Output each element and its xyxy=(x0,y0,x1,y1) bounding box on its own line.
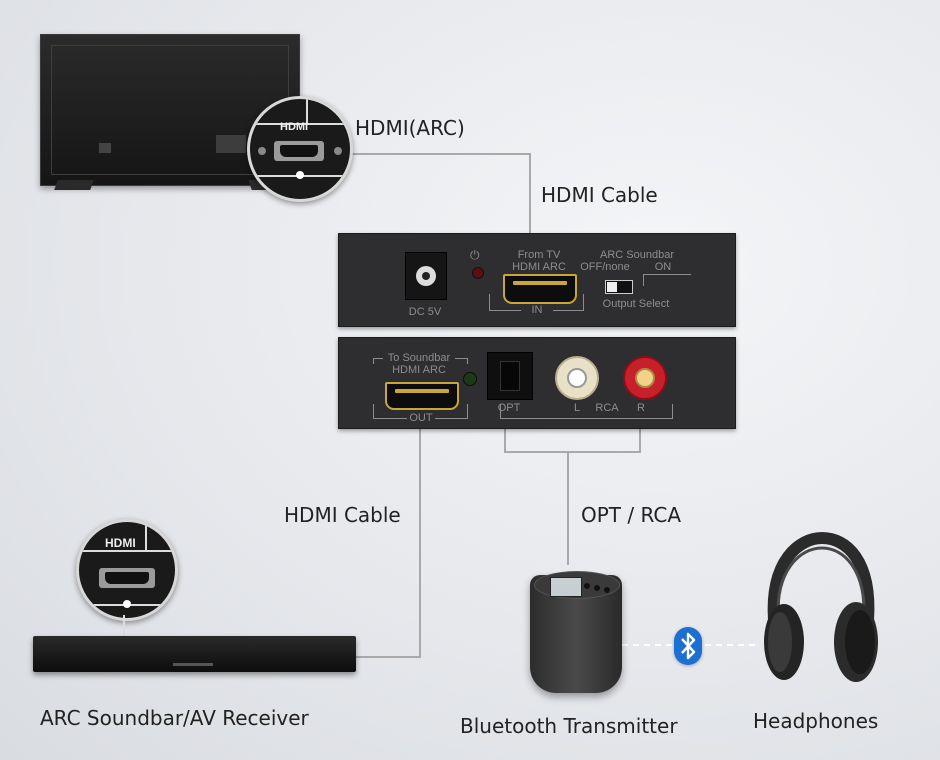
from-tv-line2: HDMI ARC xyxy=(512,261,566,273)
hdmi-cable-top-label: HDMI Cable xyxy=(541,183,658,207)
transmitter-screen xyxy=(550,577,582,597)
in-label: IN xyxy=(531,304,543,316)
rca-right-port[interactable] xyxy=(623,356,667,400)
arc-soundbar-label: ARC Soundbar xyxy=(600,249,674,261)
opt-label: OPT xyxy=(497,402,521,414)
converter-front-panel: To Soundbar HDMI ARC OUT OPT L RCA R xyxy=(338,337,736,429)
from-tv-line1: From TV xyxy=(517,249,561,261)
l-label: L xyxy=(573,402,581,414)
soundbar-label: ARC Soundbar/AV Receiver xyxy=(40,706,309,730)
opt-rca-bracket xyxy=(504,420,641,453)
off-none-label: OFF/none xyxy=(580,261,630,273)
tv-port-label: HDMI xyxy=(280,121,309,133)
soundbar-hdmi-zoom: HDMI xyxy=(76,519,178,621)
hdmi-cable-bottom-line xyxy=(356,428,421,658)
headphones xyxy=(764,531,878,682)
r-label: R xyxy=(637,402,645,414)
hdmi-out-port[interactable] xyxy=(385,382,459,410)
optical-port[interactable] xyxy=(487,352,533,400)
dc-jack xyxy=(405,252,447,300)
bluetooth-icon xyxy=(674,627,702,665)
power-icon: ⏻ xyxy=(470,248,480,262)
headphones-label: Headphones xyxy=(753,709,879,733)
bluetooth-transmitter xyxy=(530,571,622,693)
converter-back-panel: DC 5V ⏻ From TV HDMI ARC IN ARC Soundbar… xyxy=(338,233,736,327)
output-select-switch[interactable] xyxy=(605,280,633,294)
hdmi-cable-bottom-label: HDMI Cable xyxy=(284,503,401,527)
to-soundbar-line2: HDMI ARC xyxy=(392,364,446,376)
status-led xyxy=(463,372,477,386)
rca-label: RCA xyxy=(595,402,619,414)
dc-label: DC 5V xyxy=(408,306,442,318)
rca-left-port[interactable] xyxy=(555,356,599,400)
to-soundbar-line1: To Soundbar xyxy=(387,352,451,364)
bt-transmitter-label: Bluetooth Transmitter xyxy=(460,714,678,738)
opt-rca-label: OPT / RCA xyxy=(581,503,682,527)
soundbar xyxy=(33,636,356,672)
soundbar-port-label: HDMI xyxy=(105,536,136,550)
hdmi-in-port[interactable] xyxy=(503,274,577,304)
output-select-label: Output Select xyxy=(602,298,670,310)
tv-hdmi-zoom: HDMI xyxy=(247,96,353,202)
on-label: ON xyxy=(654,261,672,273)
hdmi-arc-label: HDMI(ARC) xyxy=(355,116,465,140)
out-label: OUT xyxy=(409,412,433,424)
hdmi-cable-top-line xyxy=(345,153,531,234)
tv-stand-left xyxy=(54,180,94,190)
power-led xyxy=(472,267,484,279)
